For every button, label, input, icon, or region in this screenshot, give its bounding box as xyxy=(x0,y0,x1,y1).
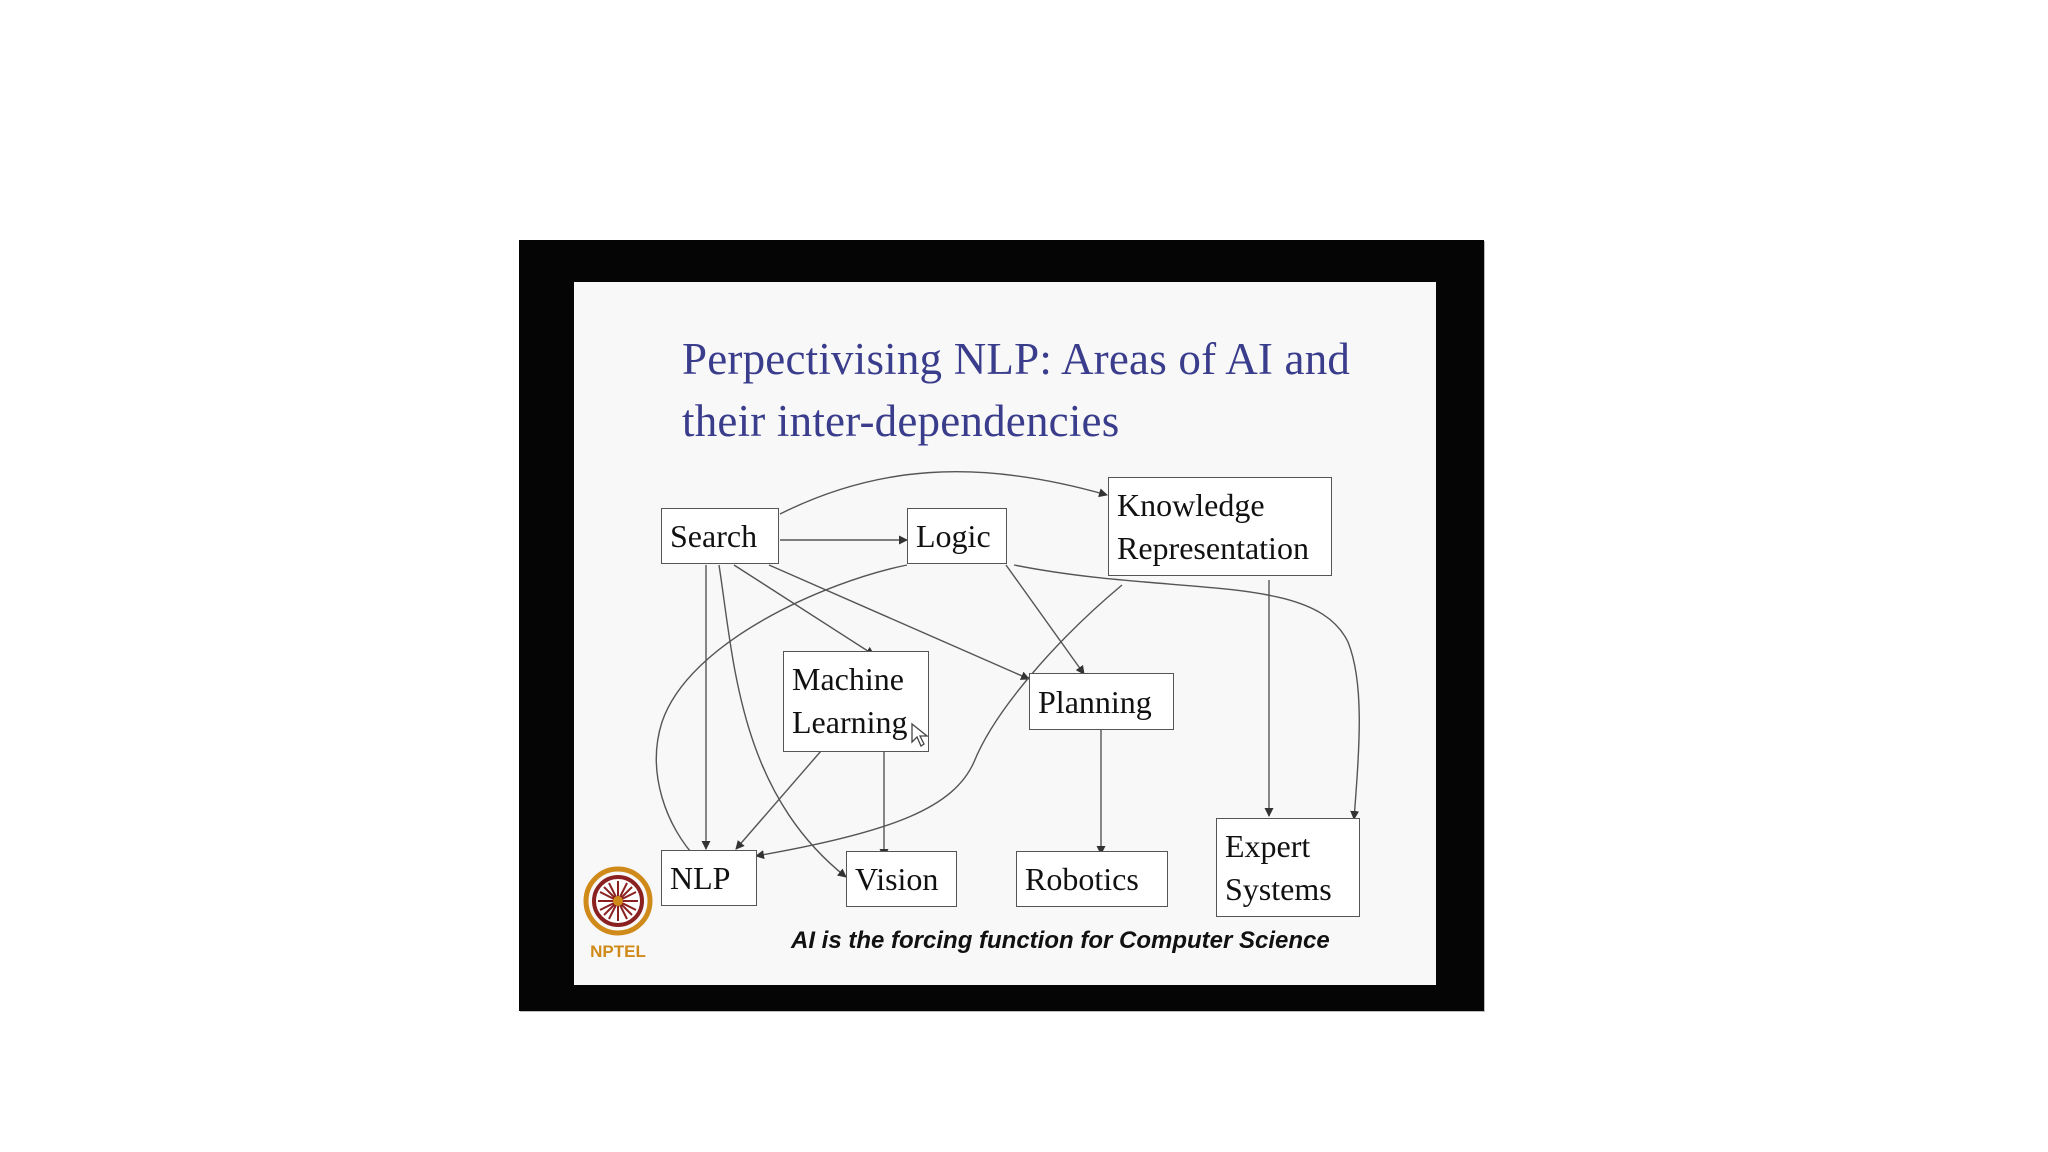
node-knowledge-representation: Knowledge Representation xyxy=(1108,477,1332,576)
edge-ml-nlp xyxy=(735,750,822,850)
slide-footer: AI is the forcing function for Computer … xyxy=(791,927,1330,954)
nptel-logo-text: NPTEL xyxy=(590,942,646,961)
node-robotics: Robotics xyxy=(1016,851,1168,907)
node-planning-label: Planning xyxy=(1038,684,1152,720)
node-expert-label-2: Systems xyxy=(1225,871,1332,907)
node-machine-learning: Machine Learning xyxy=(783,651,929,752)
node-nlp: NLP xyxy=(661,850,757,906)
dependency-edges xyxy=(655,471,1360,878)
node-search: Search xyxy=(661,508,779,564)
node-vision-label: Vision xyxy=(855,861,939,897)
edge-logic-expert xyxy=(1013,564,1360,820)
node-robotics-label: Robotics xyxy=(1025,861,1139,897)
edge-logic-planning xyxy=(1005,564,1085,675)
edge-search-planning xyxy=(768,564,1030,680)
node-vision: Vision xyxy=(846,851,957,907)
edge-knowledge-nlp xyxy=(755,584,1123,860)
node-planning: Planning xyxy=(1029,673,1174,730)
nptel-logo-icon: NPTEL xyxy=(583,866,653,961)
node-nlp-label: NLP xyxy=(670,860,731,896)
node-expert-label-1: Expert xyxy=(1225,828,1311,864)
node-logic: Logic xyxy=(907,508,1007,564)
node-ml-label-1: Machine xyxy=(792,661,904,697)
slide-title-line-2: their inter-dependencies xyxy=(682,396,1120,446)
edge-search-knowledge xyxy=(779,471,1108,515)
node-ml-label-2: Learning xyxy=(792,704,908,740)
edge-search-vision xyxy=(718,564,847,878)
slide: Perpectivising NLP: Areas of AI and thei… xyxy=(574,282,1436,985)
node-knowledge-label-2: Representation xyxy=(1117,530,1309,566)
node-logic-label: Logic xyxy=(916,518,991,554)
edge-logic-nlp xyxy=(655,564,908,861)
mouse-cursor-icon xyxy=(911,722,929,747)
node-knowledge-label-1: Knowledge xyxy=(1117,487,1265,523)
node-search-label: Search xyxy=(670,518,758,554)
slide-title: Perpectivising NLP: Areas of AI and thei… xyxy=(682,328,1422,452)
edge-search-ml xyxy=(733,564,875,656)
node-expert-systems: Expert Systems xyxy=(1216,818,1360,917)
slide-title-line-1: Perpectivising NLP: Areas of AI and xyxy=(682,334,1351,384)
